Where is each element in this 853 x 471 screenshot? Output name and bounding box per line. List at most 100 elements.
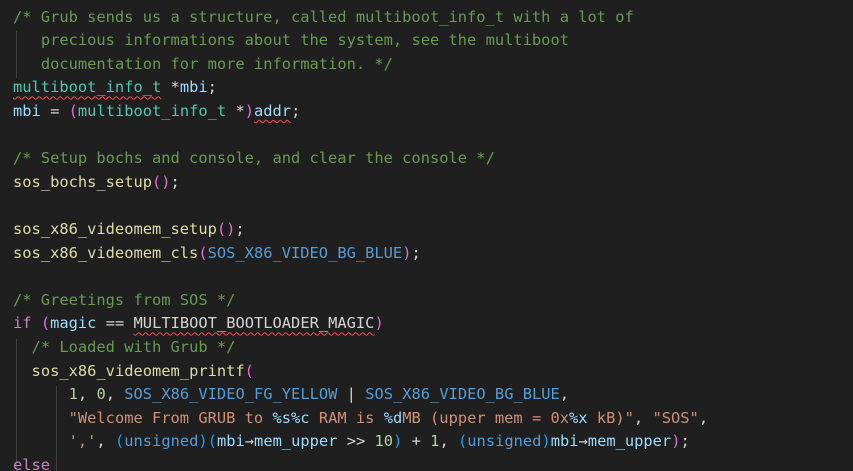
code-token: , — [633, 408, 653, 427]
code-line[interactable]: documentation for more information. */ — [13, 53, 393, 77]
code-token: , — [559, 385, 570, 404]
code-token: , — [77, 385, 97, 404]
code-token: multiboot_info_t — [77, 101, 227, 120]
code-token: %x — [569, 408, 588, 427]
code-token: , — [96, 432, 115, 451]
code-token: 1 — [430, 432, 440, 451]
code-token: unsigned — [467, 432, 542, 451]
code-token: ( — [198, 243, 208, 262]
code-line[interactable]: if (magic == MULTIBOOT_BOOTLOADER_MAGIC) — [13, 312, 384, 336]
code-token: ( — [114, 432, 125, 451]
code-token: sos_x86_videomem_cls — [13, 243, 199, 262]
code-token: 10 — [374, 432, 394, 451]
code-line[interactable]: /* Grub sends us a structure, called mul… — [13, 6, 634, 30]
code-token: ; — [680, 432, 690, 451]
code-token: /* Loaded with Grub */ — [31, 337, 236, 356]
code-token: ; — [170, 172, 180, 191]
code-line[interactable]: else — [13, 454, 50, 471]
code-line[interactable]: 1, 0, SOS_X86_VIDEO_FG_YELLOW | SOS_X86_… — [13, 383, 569, 407]
code-token: ) — [541, 432, 551, 451]
line-indent — [13, 338, 32, 356]
code-token: 1 — [68, 385, 78, 404]
code-token: magic — [50, 314, 97, 333]
code-token: SOS_X86_VIDEO_BG_BLUE — [207, 243, 403, 262]
line-indent — [13, 385, 69, 403]
code-token: mbi — [13, 101, 41, 120]
code-token: /* Setup bochs and console, and clear th… — [13, 149, 495, 168]
code-token: unsigned — [124, 432, 199, 451]
indent-guide — [16, 31, 17, 78]
line-indent — [13, 55, 41, 73]
code-line[interactable]: sos_x86_videomem_setup(); — [13, 218, 245, 242]
code-line[interactable]: /* Greetings from SOS */ — [13, 289, 235, 313]
code-token: SOS_X86_VIDEO_BG_BLUE — [365, 385, 560, 404]
code-token: ( — [244, 361, 254, 380]
code-token: | — [337, 385, 366, 404]
code-token: ; — [235, 219, 245, 238]
code-token: RAM is — [309, 408, 384, 427]
code-token: , — [439, 432, 458, 451]
code-line[interactable]: /* Setup bochs and console, and clear th… — [13, 147, 495, 171]
code-token: ) — [393, 432, 403, 451]
code-token: addr — [254, 101, 292, 120]
code-token: ( — [68, 101, 78, 120]
code-token: mbi — [550, 432, 579, 451]
code-line[interactable]: "Welcome From GRUB to %s%c RAM is %dMB (… — [13, 407, 708, 431]
indent-guide — [16, 339, 17, 471]
code-token: ',' — [68, 432, 97, 451]
code-token: + — [402, 432, 431, 451]
code-token: else — [13, 455, 51, 471]
code-token: → — [578, 432, 588, 451]
line-indent — [13, 31, 41, 49]
code-token: ) — [244, 101, 254, 120]
code-token: mbi — [179, 78, 208, 97]
code-token: ) — [374, 314, 384, 333]
code-token: "Welcome From GRUB to — [68, 408, 273, 427]
code-token: ( — [458, 432, 468, 451]
code-token: kB)" — [587, 408, 634, 427]
code-token: %d — [383, 408, 403, 427]
code-token: ( — [40, 314, 51, 333]
code-line[interactable]: ',', (unsigned)(mbi→mem_upper >> 10) + 1… — [13, 430, 690, 454]
code-line[interactable]: /* Loaded with Grub */ — [13, 336, 236, 360]
line-indent — [13, 409, 69, 427]
code-token: if — [13, 314, 32, 333]
code-token: ) — [198, 432, 208, 451]
code-token: == — [96, 314, 134, 333]
code-token: >> — [337, 432, 375, 451]
code-line[interactable]: sos_bochs_setup(); — [13, 171, 180, 195]
code-token: ) — [402, 243, 412, 262]
code-token: , — [698, 408, 709, 427]
code-token: mbi — [216, 432, 245, 451]
code-token — [32, 314, 41, 332]
line-indent — [13, 432, 69, 450]
code-line[interactable]: precious informations about the system, … — [13, 29, 569, 53]
code-line[interactable]: sos_x86_videomem_cls(SOS_X86_VIDEO_BG_BL… — [13, 242, 421, 266]
code-token: mem_upper — [587, 432, 672, 451]
code-token: sos_bochs_setup — [13, 172, 152, 191]
code-token: %s%c — [272, 408, 310, 427]
code-token: = — [40, 101, 69, 120]
code-token: sos_x86_videomem_printf — [31, 361, 245, 380]
code-line[interactable]: multiboot_info_t *mbi; — [13, 76, 217, 100]
code-token: ; — [207, 78, 217, 97]
code-token: ; — [411, 243, 421, 262]
code-line[interactable]: mbi = (multiboot_info_t *)addr; — [13, 100, 300, 124]
code-token: ; — [291, 101, 301, 120]
code-token: ( — [207, 432, 217, 451]
code-token: precious informations about the system, … — [40, 31, 569, 50]
indent-guide — [56, 386, 57, 471]
code-token: , — [105, 385, 125, 404]
code-token: * — [226, 101, 245, 120]
line-indent — [13, 362, 32, 380]
code-line[interactable]: sos_x86_videomem_printf( — [13, 360, 254, 384]
code-token: MULTIBOOT_BOOTLOADER_MAGIC — [133, 314, 375, 333]
code-token: () — [216, 219, 236, 238]
code-token: "SOS" — [652, 408, 699, 427]
code-token: ) — [671, 432, 681, 451]
code-token: * — [161, 78, 180, 97]
code-token: MB (upper mem = 0x — [402, 408, 570, 427]
code-token: → — [244, 432, 255, 451]
code-token: documentation for more information. */ — [40, 54, 393, 73]
